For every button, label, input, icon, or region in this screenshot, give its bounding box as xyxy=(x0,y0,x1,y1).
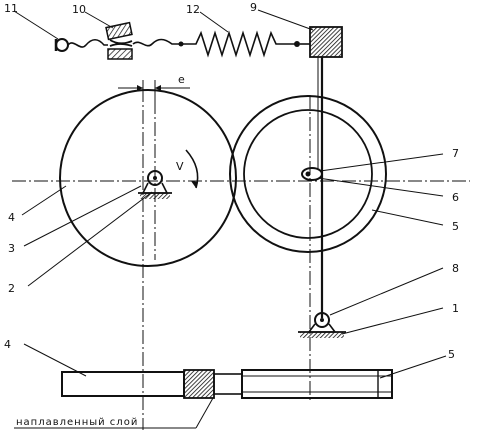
labels: 11 10 12 9 e V 4 3 2 7 6 5 8 1 4 5 напла… xyxy=(4,1,459,428)
label-6: 6 xyxy=(452,191,459,204)
left-pivot xyxy=(138,170,172,199)
part-12-spring xyxy=(183,30,296,58)
wire-11-10 xyxy=(67,38,108,48)
left-wheel-4 xyxy=(59,89,237,267)
label-12: 12 xyxy=(186,3,200,16)
label-7: 7 xyxy=(452,147,459,160)
deposited-layer xyxy=(183,369,215,399)
part-9-block xyxy=(309,26,343,58)
label-11: 11 xyxy=(4,2,18,15)
center-lines xyxy=(12,88,470,430)
right-wheel-5 xyxy=(229,95,387,253)
label-2: 2 xyxy=(8,282,15,295)
rotation-arrow xyxy=(185,149,199,189)
label-10: 10 xyxy=(72,3,86,16)
part-10-clamp xyxy=(105,21,133,60)
bottom-pivot xyxy=(298,312,346,338)
leader-lines xyxy=(13,9,447,429)
label-5-bottom: 5 xyxy=(448,348,455,361)
label-5-top: 5 xyxy=(452,220,459,233)
label-4-top: 4 xyxy=(8,211,15,224)
label-9: 9 xyxy=(250,1,257,14)
label-3: 3 xyxy=(8,242,15,255)
wire-10-12 xyxy=(132,38,180,47)
right-eccentric xyxy=(301,167,323,181)
top-linkage xyxy=(54,21,343,60)
label-8: 8 xyxy=(452,262,459,275)
part-11-sensor xyxy=(54,38,69,52)
section-view xyxy=(61,369,393,399)
label-4-bottom: 4 xyxy=(4,338,11,351)
label-v: V xyxy=(176,160,184,173)
label-1: 1 xyxy=(452,302,459,315)
label-e: e xyxy=(178,73,185,86)
caption-deposited-layer: наплавленный слой xyxy=(16,417,138,428)
